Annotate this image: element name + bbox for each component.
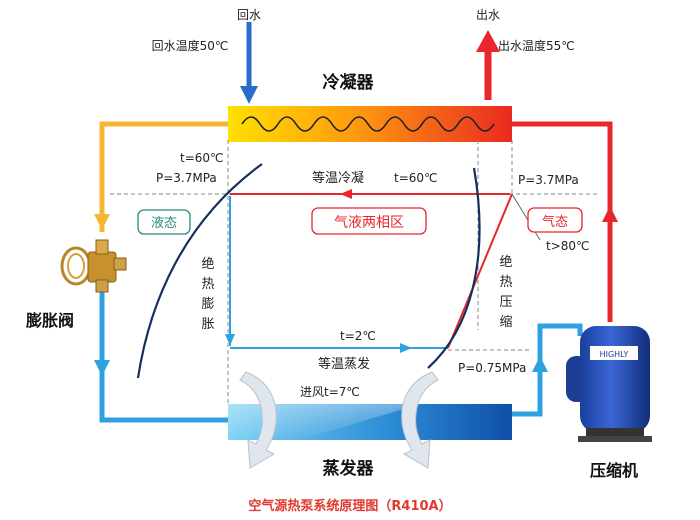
cycle-lines <box>225 189 541 353</box>
adiabatic-expansion-2: 热 <box>201 277 214 292</box>
adiabatic-expansion-1: 绝 <box>201 256 214 272</box>
two-phase-label: 气液两相区 <box>334 215 404 231</box>
pipe-valve-to-evaporator <box>99 282 228 423</box>
adiabatic-compression-3: 压 <box>499 295 512 310</box>
liquid-state-label: 液态 <box>151 216 177 231</box>
arrow-down-left-upper <box>94 214 110 230</box>
condenser-coil <box>241 116 495 132</box>
right-p-label: P=3.7MPa <box>518 173 579 187</box>
left-t-label: t=60℃ <box>180 151 224 165</box>
adiabatic-expansion-3: 膨 <box>201 297 214 312</box>
outlet-water-arrow <box>476 30 500 52</box>
expansion-valve-label: 膨胀阀 <box>26 311 74 330</box>
diagram-text: 回水 回水温度50℃ 出水 出水温度55℃ 冷凝器 t=60℃ P=3.7MPa… <box>26 8 638 514</box>
air-flow-arrows <box>239 371 439 469</box>
pipe-compressor-to-condenser <box>512 121 613 322</box>
return-water-arrow <box>240 86 258 104</box>
outlet-temp-label: 出水温度55℃ <box>498 38 575 53</box>
adiabatic-compression-4: 缩 <box>499 314 512 330</box>
arrow-down-left-lower <box>94 360 110 376</box>
compressor: HIGHLY <box>566 326 652 442</box>
condenser <box>228 106 512 142</box>
compressor-label: 压缩机 <box>590 461 638 480</box>
two-phase-box <box>311 207 427 235</box>
adiabatic-compression-2: 热 <box>499 275 512 290</box>
return-water-label: 回水 <box>237 8 261 22</box>
refrigerant-circuit <box>94 121 618 423</box>
arrow-up-right-lower <box>532 356 548 372</box>
outlet-water-label: 出水 <box>476 8 500 22</box>
adiabatic-compression-1: 绝 <box>499 254 512 270</box>
arrow-up-right-upper <box>602 206 618 222</box>
condenser-label: 冷凝器 <box>323 72 375 93</box>
gas-state-label: 气态 <box>542 214 568 230</box>
isothermal-evaporation-label: 等温蒸发 <box>318 356 370 372</box>
saturation-curves <box>136 163 481 379</box>
return-temp-label: 回水温度50℃ <box>152 38 229 53</box>
condense-t-label: t=60℃ <box>394 171 438 185</box>
pipe-evaporator-to-compressor <box>512 323 583 417</box>
inlet-air-label: 进风t=7℃ <box>300 385 360 399</box>
low-p-label: P=0.75MPa <box>458 361 526 375</box>
expansion-valve <box>60 239 127 293</box>
left-p-label: P=3.7MPa <box>156 171 217 185</box>
air-arrow-left <box>239 371 277 469</box>
isothermal-condensation-label: 等温冷凝 <box>312 170 364 186</box>
water-lines <box>240 22 500 104</box>
saturated-vapor-curve <box>427 167 481 369</box>
liquid-box <box>137 209 191 235</box>
superheat-label: t>80℃ <box>546 239 590 253</box>
diagram-caption: 空气源热泵系统原理图（R410A） <box>248 498 451 514</box>
evaporator-label: 蒸发器 <box>323 458 375 479</box>
compression-line <box>447 193 513 349</box>
phase-boxes <box>137 207 583 235</box>
air-arrow-right <box>401 371 439 469</box>
adiabatic-expansion-4: 胀 <box>201 317 214 332</box>
evap-t-label: t=2℃ <box>340 329 376 343</box>
compressor-brand: HIGHLY <box>600 350 629 359</box>
gas-box <box>527 207 583 233</box>
pipe-condenser-to-valve <box>99 121 228 232</box>
saturated-liquid-curve <box>136 163 263 379</box>
